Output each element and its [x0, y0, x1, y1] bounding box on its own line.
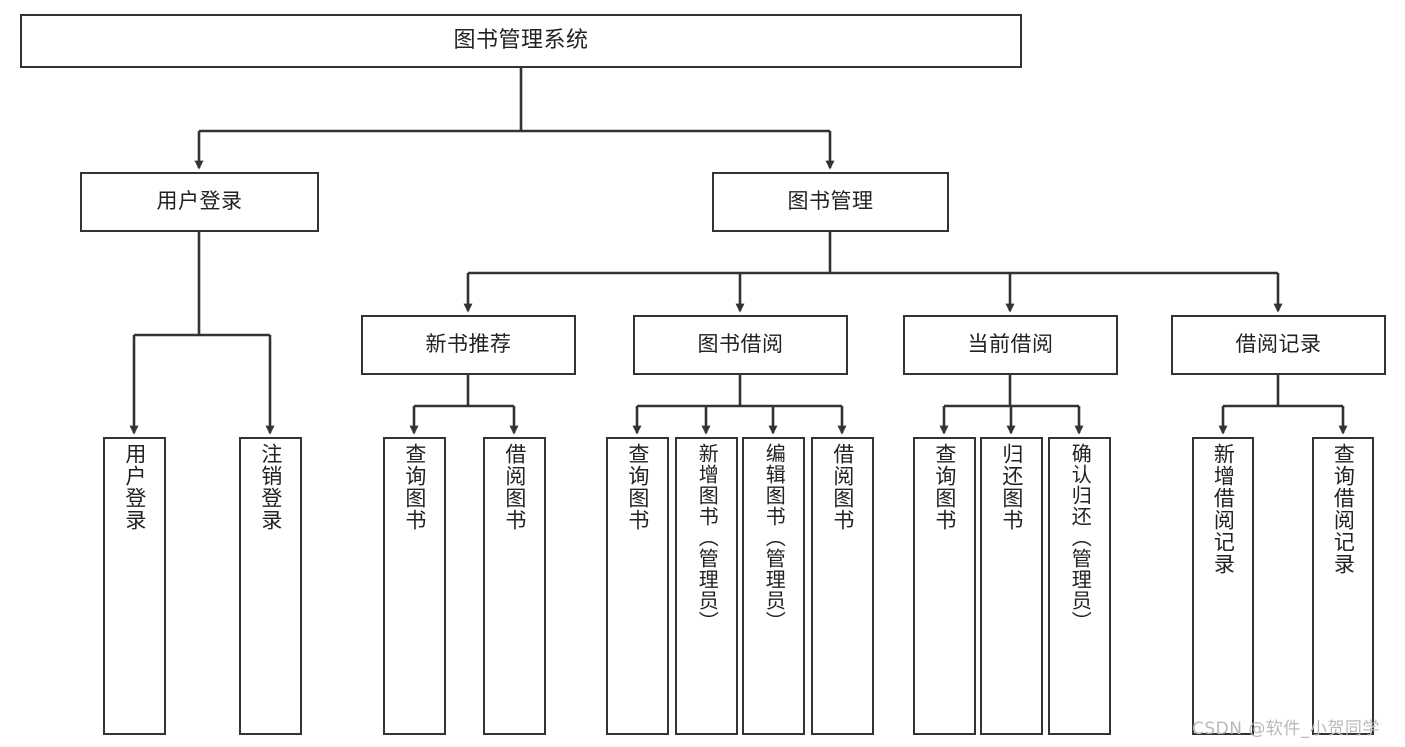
node-leaf-query-record-label: 查询借阅记录 [1331, 443, 1356, 575]
node-user-login-label: 用户登录 [156, 189, 243, 214]
node-borrow-record[interactable]: 借阅记录 [1171, 315, 1386, 375]
node-leaf-add-record[interactable]: 新增借阅记录 [1192, 437, 1254, 735]
node-leaf-edit-book-label: 编辑图书（管理员） [762, 443, 787, 632]
node-new-book-recommend-label: 新书推荐 [425, 332, 512, 357]
node-new-book-recommend[interactable]: 新书推荐 [361, 315, 576, 375]
node-leaf-query-record[interactable]: 查询借阅记录 [1312, 437, 1374, 735]
node-leaf-logout-label: 注销登录 [258, 443, 283, 531]
node-leaf-query-book-2[interactable]: 查询图书 [606, 437, 669, 735]
node-book-borrow-label: 图书借阅 [697, 332, 784, 357]
node-borrow-record-label: 借阅记录 [1235, 332, 1322, 357]
node-leaf-borrow-book-2[interactable]: 借阅图书 [811, 437, 874, 735]
node-leaf-user-login[interactable]: 用户登录 [103, 437, 166, 735]
node-current-borrow-label: 当前借阅 [967, 332, 1054, 357]
node-leaf-add-book-label: 新增图书（管理员） [695, 443, 720, 632]
node-user-login[interactable]: 用户登录 [80, 172, 319, 232]
node-leaf-user-login-label: 用户登录 [122, 443, 147, 531]
node-leaf-borrow-book-1-label: 借阅图书 [502, 443, 527, 531]
node-current-borrow[interactable]: 当前借阅 [903, 315, 1118, 375]
node-leaf-confirm-return[interactable]: 确认归还（管理员） [1048, 437, 1111, 735]
node-leaf-logout[interactable]: 注销登录 [239, 437, 302, 735]
node-leaf-return-book[interactable]: 归还图书 [980, 437, 1043, 735]
node-book-borrow[interactable]: 图书借阅 [633, 315, 848, 375]
node-leaf-query-book-3-label: 查询图书 [932, 443, 957, 531]
node-root[interactable]: 图书管理系统 [20, 14, 1022, 68]
node-book-manage-label: 图书管理 [787, 189, 874, 214]
csdn-watermark: CSDN @软件_小贺同学 [1192, 719, 1380, 739]
node-leaf-edit-book[interactable]: 编辑图书（管理员） [742, 437, 805, 735]
node-root-label: 图书管理系统 [453, 27, 589, 53]
node-leaf-query-book-2-label: 查询图书 [625, 443, 650, 531]
node-leaf-return-book-label: 归还图书 [999, 443, 1024, 531]
node-leaf-add-record-label: 新增借阅记录 [1211, 443, 1236, 575]
node-leaf-add-book[interactable]: 新增图书（管理员） [675, 437, 738, 735]
node-leaf-query-book-1[interactable]: 查询图书 [383, 437, 446, 735]
node-leaf-query-book-1-label: 查询图书 [402, 443, 427, 531]
node-leaf-query-book-3[interactable]: 查询图书 [913, 437, 976, 735]
node-leaf-confirm-return-label: 确认归还（管理员） [1068, 443, 1093, 632]
node-book-manage[interactable]: 图书管理 [712, 172, 949, 232]
node-leaf-borrow-book-2-label: 借阅图书 [830, 443, 855, 531]
node-leaf-borrow-book-1[interactable]: 借阅图书 [483, 437, 546, 735]
